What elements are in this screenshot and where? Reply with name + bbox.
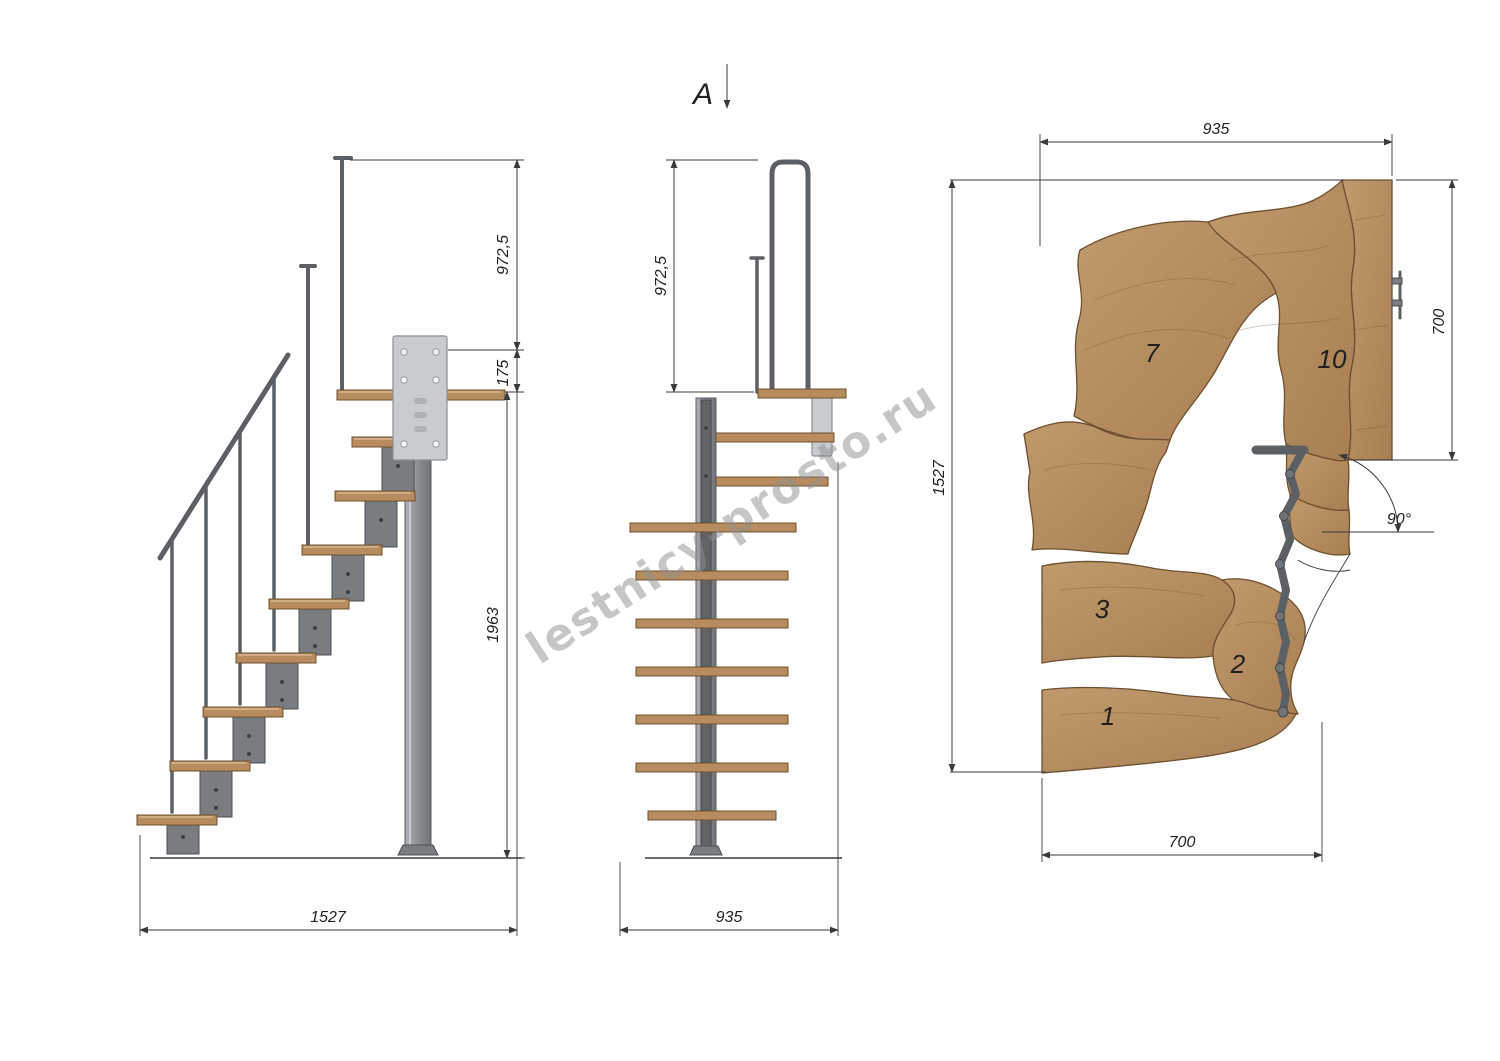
plan-step-10 [1207, 179, 1356, 462]
step-label-2: 2 [1230, 649, 1246, 679]
wood-grain [1044, 214, 1389, 719]
front-elevation-view: A [619, 64, 847, 936]
dim-plan-right-depth: 700 [1431, 309, 1448, 336]
dim-plan-left-length: 1527 [931, 459, 948, 496]
step-label-10: 10 [1318, 344, 1347, 374]
dim-side-total-length: 1527 [310, 909, 347, 926]
step-label-1: 1 [1101, 701, 1115, 731]
side-handrail-incline [157, 352, 291, 561]
front-handrail-loop [749, 159, 811, 395]
plan-step-7 [1073, 220, 1277, 442]
plan-step-3 [1041, 560, 1236, 664]
dim-plan-turn-angle: 90° [1387, 511, 1412, 528]
step-label-7: 7 [1145, 338, 1161, 368]
dim-plan-top-width: 935 [1203, 121, 1230, 138]
front-dimensions: 972,5 935 [619, 159, 839, 936]
side-elevation-view: 972,5 175 1963 1527 [136, 156, 525, 936]
plan-handrail [1251, 445, 1309, 718]
plan-steps [1023, 179, 1393, 774]
watermark: lestnicy-prosto.ru [518, 371, 947, 674]
dim-side-plate-offset: 175 [495, 360, 512, 387]
section-label: A [691, 78, 713, 111]
plan-view: 7 10 3 2 1 935 1527 700 700 [931, 121, 1458, 862]
side-dimensions: 972,5 175 1963 1527 [139, 159, 525, 936]
side-mounting-plate [392, 335, 448, 461]
section-marker: A [691, 64, 731, 111]
plan-step-labels: 7 10 3 2 1 [1095, 338, 1347, 731]
step-label-3: 3 [1095, 594, 1110, 624]
side-stair-treads [136, 389, 506, 826]
dim-front-width: 935 [716, 909, 743, 926]
plan-wall-bracket [1391, 270, 1403, 320]
dim-side-rail-height: 972,5 [495, 235, 512, 275]
dim-front-rail-height: 972,5 [653, 256, 670, 296]
dim-side-column-height: 1963 [485, 607, 502, 643]
plan-step-mid [1023, 421, 1171, 555]
plan-dimensions: 935 1527 700 700 90° [931, 121, 1458, 862]
front-treads [629, 388, 847, 821]
side-stair-modules [166, 445, 415, 855]
dim-plan-bottom-width: 700 [1169, 834, 1196, 851]
